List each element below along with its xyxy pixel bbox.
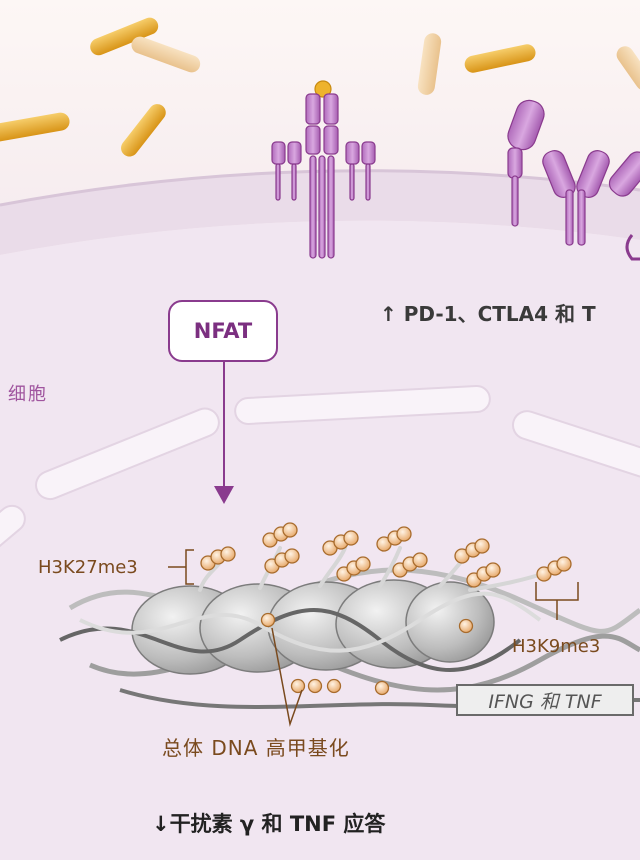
bacterium	[121, 104, 166, 157]
h3k9-bracket	[535, 582, 579, 620]
cell-label: 细胞	[8, 384, 48, 405]
nuclear-envelope	[0, 384, 640, 562]
bacterium	[464, 44, 536, 73]
methyl-marks	[200, 522, 572, 696]
nucleosome	[405, 581, 495, 663]
nfat-label: NFAT	[193, 319, 253, 343]
nfat-box: NFAT	[168, 300, 278, 362]
nucleosomes	[131, 579, 495, 675]
response-label: ↓干扰素 γ 和 TNF 应答	[152, 812, 386, 836]
bacterium	[417, 33, 442, 95]
bacterium	[0, 112, 70, 142]
pd1-receptor	[507, 99, 545, 227]
receptor-upregulation-label: ↑ PD-1、CTLA4 和 T	[380, 302, 596, 326]
dna-methylation-pointer	[271, 627, 303, 727]
nfat-arrowhead	[214, 486, 234, 504]
dna-methylation-label: 总体 DNA 高甲基化	[162, 736, 350, 760]
h3k27me3-label: H3K27me3	[38, 557, 138, 578]
gene-box: IFNG 和 TNF	[456, 684, 634, 716]
bacterium	[131, 36, 201, 73]
h3k27-bracket	[168, 549, 194, 585]
dna-wrap	[79, 591, 542, 653]
antigen-dot	[314, 80, 332, 98]
ctla4-receptor	[542, 150, 640, 261]
bacterium	[90, 17, 159, 56]
h3k9me3-label: H3K9me3	[512, 636, 601, 657]
bacterium	[616, 46, 640, 91]
bacteria-group	[0, 17, 640, 157]
dna-wrap	[59, 608, 522, 672]
gene-label: IFNG 和 TNF	[488, 690, 602, 713]
tcr-complex	[271, 80, 376, 259]
